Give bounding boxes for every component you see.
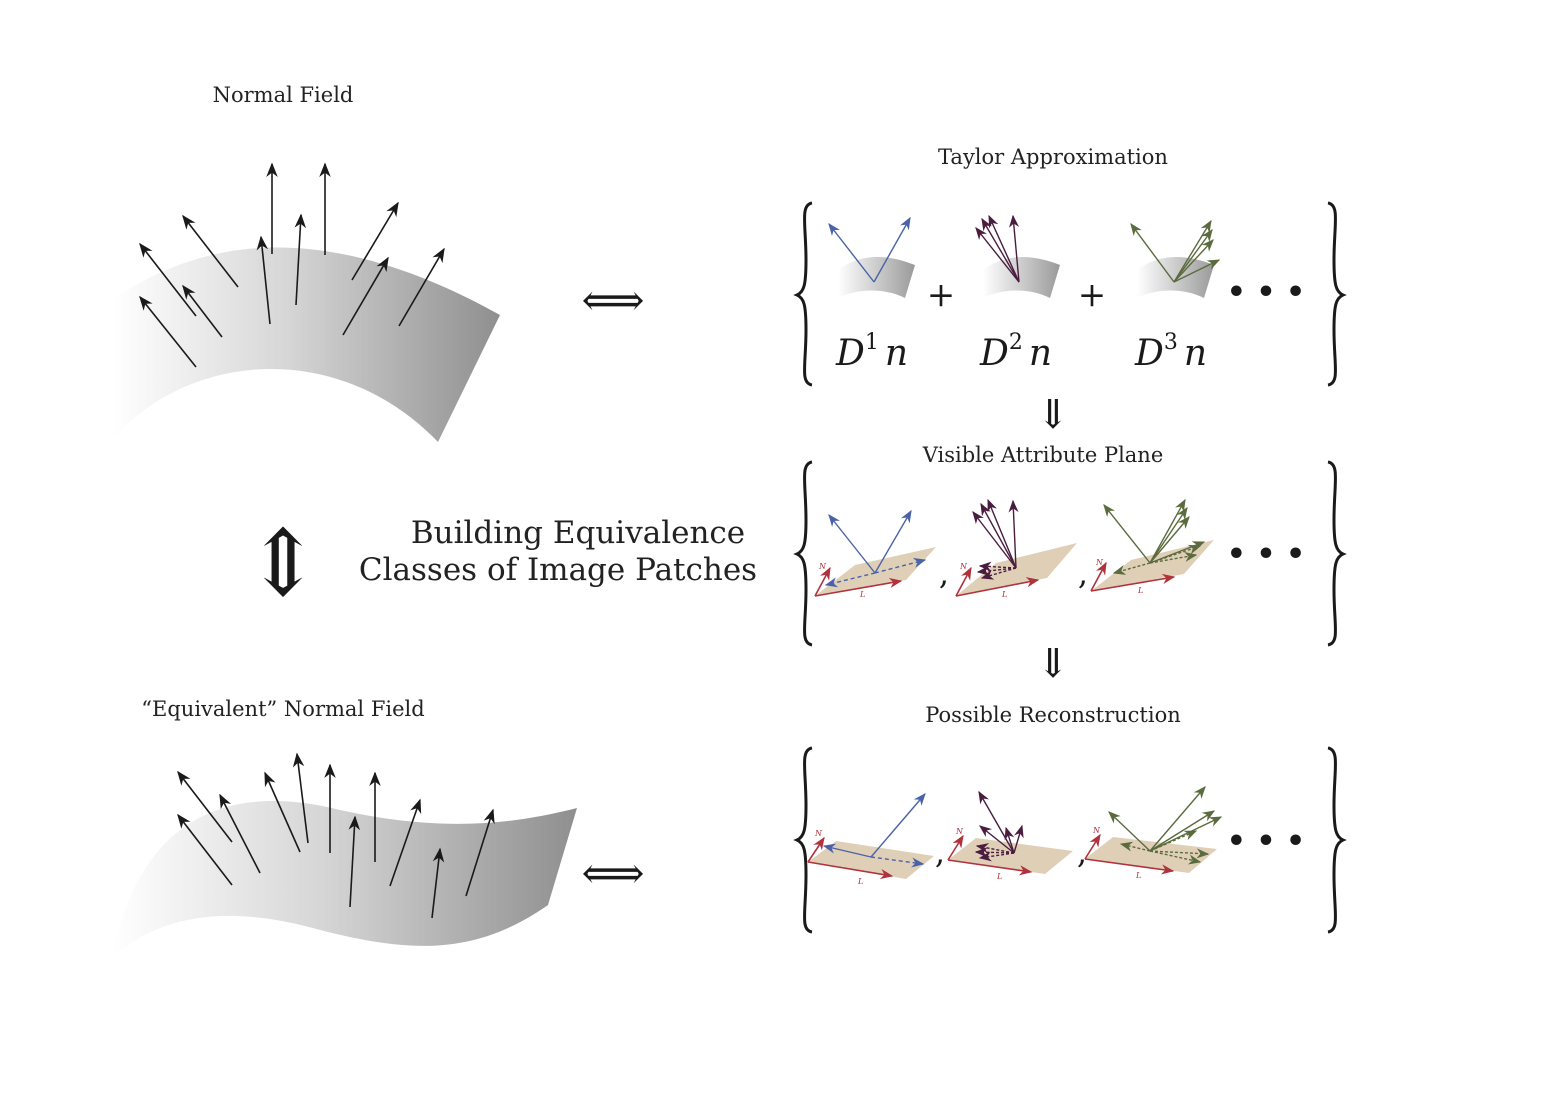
comma-reconstruction-2: , [1077,833,1087,871]
visible-plane-3: N L [1090,498,1214,595]
ellipsis-taylor: • • • [1227,275,1305,310]
visible-plane-1: N L [814,509,936,599]
l-label-r3: L [1135,871,1141,880]
svg-text:D3n: D3n [1134,330,1207,374]
implies-arrow-2: ⇓ [1036,641,1070,687]
curved-surface [112,247,500,442]
caption-line-1: Building Equivalence [411,515,745,551]
ellipsis-visible: • • • [1227,537,1305,572]
taylor-term-3 [1130,219,1221,298]
reconstruction-plane-1: N L [807,793,934,886]
comma-visible-1: , [939,554,949,592]
label-3-base: D [1134,333,1164,374]
reconstruction-title: Possible Reconstruction [925,703,1181,727]
n-label-v1: N [818,562,827,571]
n-label-r2: N [955,827,964,836]
plus-sign-2: + [1078,275,1107,315]
n-label-r1: N [814,829,823,838]
n-label-v3: N [1095,558,1104,567]
comma-reconstruction-1: , [935,833,945,871]
label-2-sup: 2 [1009,330,1023,355]
reconstruction-brace-right [1327,746,1347,934]
taylor-brace-left [793,201,813,387]
reconstruction-brace-left [793,746,813,934]
iff-arrow-bottom: ⟺ [581,848,644,899]
taylor-title: Taylor Approximation [938,145,1168,169]
l-label-v2: L [1001,590,1007,599]
l-label-v1: L [859,590,865,599]
svg-text:D2n: D2n [979,330,1052,374]
visible-brace-right [1327,460,1347,647]
visible-plane-2: N L [955,498,1077,599]
label-1-base: D [835,333,865,374]
wavy-surface [112,801,577,958]
iff-arrow-top: ⟺ [581,275,644,326]
implies-arrow-1: ⇓ [1036,392,1070,438]
plus-sign-1: + [927,275,956,315]
label-2-base: D [979,333,1009,374]
n-label-r3: N [1092,826,1101,835]
n-label-v2: N [959,562,968,571]
label-3-sup: 3 [1164,330,1178,355]
taylor-term-1 [828,216,915,298]
visible-brace-left [793,460,813,647]
label-1-var: n [885,333,908,374]
normal-field-title: Normal Field [213,83,354,107]
equivalence-updown-arrow: ⇕ [244,510,321,617]
caption-line-2: Classes of Image Patches [359,552,757,588]
taylor-term-2 [975,214,1060,298]
ellipsis-reconstruction: • • • [1227,824,1305,859]
taylor-brace-right [1327,201,1347,387]
l-label-v3: L [1137,586,1143,595]
visible-plane-title: Visible Attribute Plane [922,443,1164,467]
l-label-r1: L [857,877,863,886]
normal-arrows-top [139,162,445,368]
l-label-r2: L [996,872,1002,881]
reconstruction-plane-3: N L [1084,786,1223,880]
label-3-var: n [1184,333,1207,374]
label-1-sup: 1 [865,330,879,355]
svg-text:D1n: D1n [835,330,908,374]
equivalent-field-title: “Equivalent” Normal Field [141,697,424,721]
label-2-var: n [1029,333,1052,374]
reconstruction-plane-2: N L [947,790,1073,881]
comma-visible-2: , [1078,554,1088,592]
normal-arrows-bottom [177,752,495,919]
